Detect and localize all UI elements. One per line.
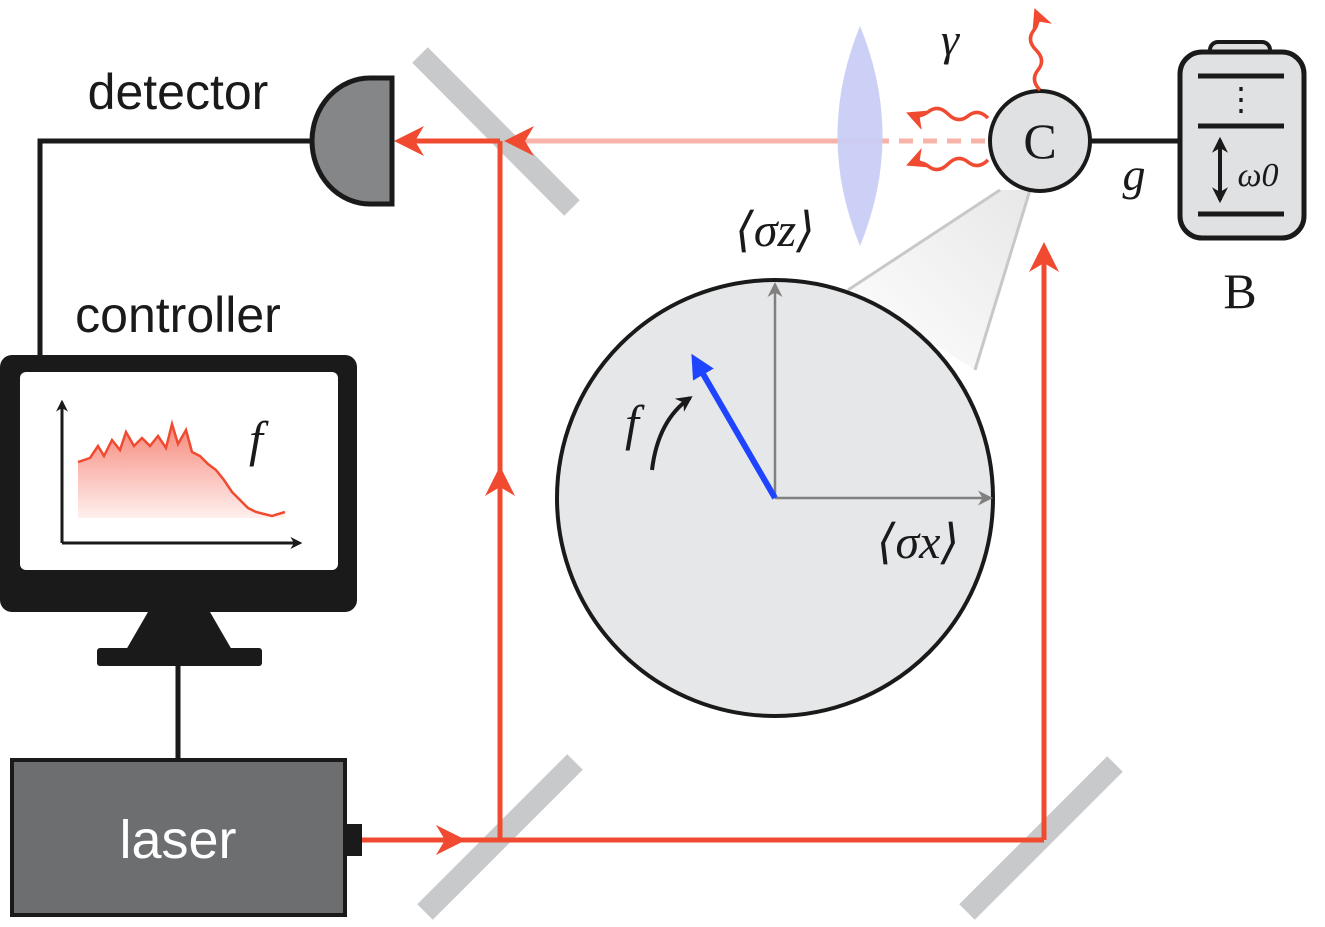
g-label: g [1123,149,1146,200]
omega0-label: ω0 [1237,157,1278,194]
charger-label: C [1023,113,1056,169]
emission-squiggles [906,8,1052,172]
levels-dots: ⋮ [1225,81,1257,117]
bloch-vector [691,353,778,500]
battery-label: B [1223,263,1256,319]
lens [837,26,883,246]
laser-aperture [345,824,362,856]
battery-body [1177,49,1307,241]
sigma-x-label: ⟨σx⟩ [877,516,959,569]
zoom-cone [848,190,1030,370]
detector-controller-wire [37,138,320,355]
spectrum-line [77,419,286,518]
rotation-arrow [650,396,693,471]
monitor-stand [126,612,232,650]
laser-label: laser [119,810,236,870]
gamma-label: γ [941,14,961,65]
cone-edge-left [847,188,1001,292]
sigma-z-label: ⟨σz⟩ [735,204,815,257]
laser-box [10,758,347,917]
detector-label: detector [88,64,269,120]
beamsplitter-top [412,47,580,216]
controller-label: controller [75,287,281,343]
cone-edge-right [973,189,1032,371]
monitor-base [97,648,262,666]
detector-shape [309,75,395,207]
laser-beam-path [362,126,1059,855]
